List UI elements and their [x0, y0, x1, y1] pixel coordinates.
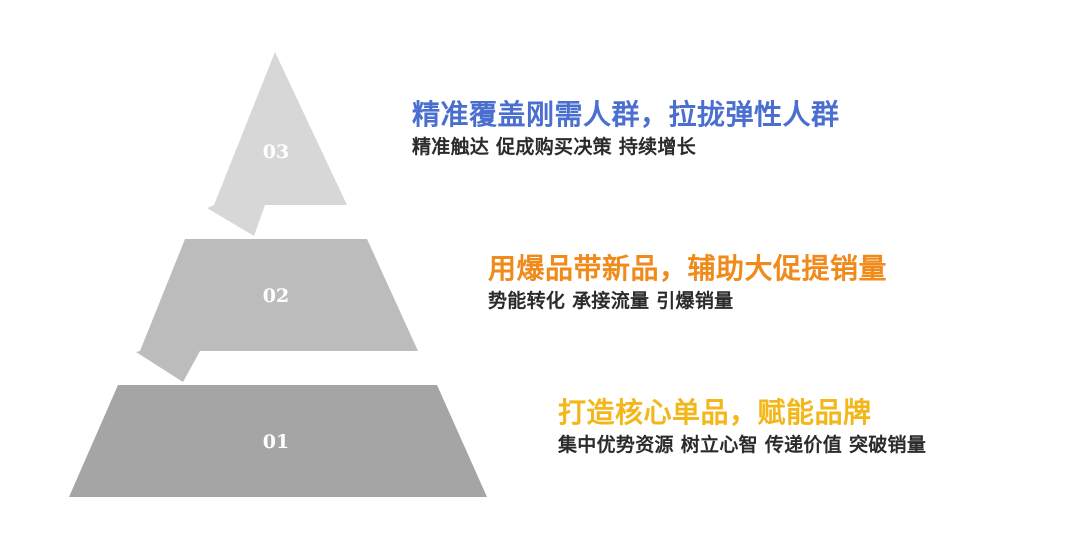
- tier-number-02: 02: [263, 285, 289, 307]
- tier-subtitle-02: 势能转化 承接流量 引爆销量: [488, 290, 734, 312]
- tier-caption-01: 打造核心单品，赋能品牌 集中优势资源 树立心智 传递价值 突破销量: [558, 396, 926, 457]
- tier-caption-02: 用爆品带新品，辅助大促提销量 势能转化 承接流量 引爆销量: [488, 252, 887, 313]
- pyramid-tier-02: [136, 239, 418, 382]
- tier-number-03: 03: [263, 141, 289, 163]
- tier-title-01: 打造核心单品，赋能品牌: [558, 396, 872, 429]
- pyramid-tier-01: [69, 385, 487, 497]
- pyramid-tier-03: [207, 52, 347, 236]
- tier-subtitle-03: 精准触达 促成购买决策 持续增长: [412, 136, 697, 158]
- tier-caption-03: 精准覆盖刚需人群，拉拢弹性人群 精准触达 促成购买决策 持续增长: [412, 98, 840, 159]
- tier-number-01: 01: [263, 431, 289, 453]
- tier-title-03: 精准覆盖刚需人群，拉拢弹性人群: [412, 98, 840, 131]
- tier-title-02: 用爆品带新品，辅助大促提销量: [488, 252, 888, 285]
- tier-subtitle-01: 集中优势资源 树立心智 传递价值 突破销量: [558, 434, 927, 456]
